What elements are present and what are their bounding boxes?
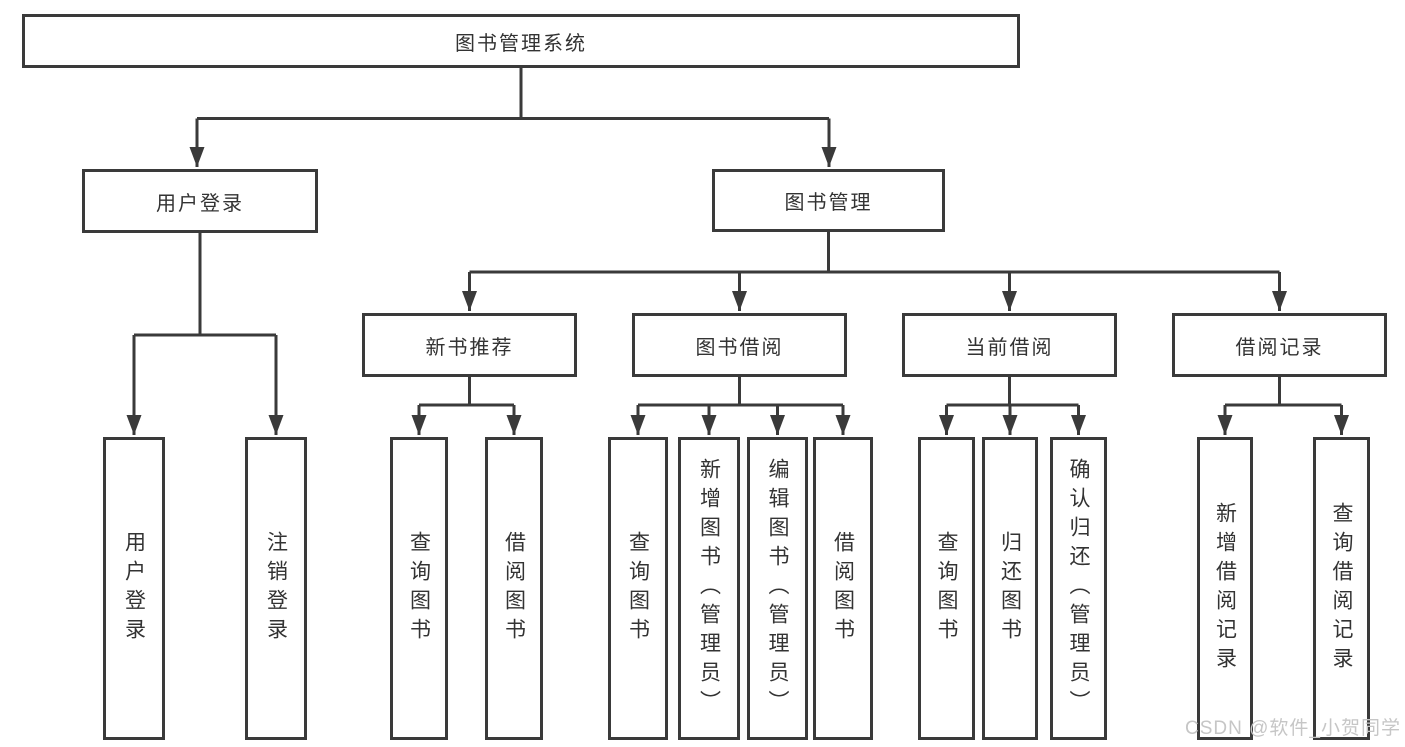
node-book-borrowing: 图书借阅: [632, 313, 847, 377]
leaf-borrowing-add-books-admin: 新增图书（管理员）: [678, 437, 740, 740]
leaf-current-query-books-label: 查询图书: [935, 530, 958, 647]
node-current-borrowing: 当前借阅: [902, 313, 1117, 377]
leaf-current-return-books-label: 归还图书: [998, 530, 1022, 647]
leaf-borrowing-query-books-label: 查询图书: [626, 530, 650, 647]
leaf-current-query-books: 查询图书: [918, 437, 975, 740]
leaf-logout-login: 注销登录: [245, 437, 307, 740]
leaf-borrowing-edit-books-admin-label: 编辑图书（管理员）: [766, 458, 789, 719]
leaf-borrowing-edit-books-admin: 编辑图书（管理员）: [747, 437, 808, 740]
node-book-management: 图书管理: [712, 169, 945, 232]
node-user-login: 用户登录: [82, 169, 318, 233]
leaf-current-return-books: 归还图书: [982, 437, 1038, 740]
leaf-borrowing-borrow-books: 借阅图书: [813, 437, 873, 740]
leaf-newbooks-query-books-label: 查询图书: [407, 530, 431, 647]
node-new-book-recommend: 新书推荐: [362, 313, 577, 377]
leaf-user-login: 用户登录: [103, 437, 165, 740]
leaf-current-confirm-return-admin: 确认归还（管理员）: [1050, 437, 1107, 740]
leaf-borrowing-borrow-books-label: 借阅图书: [831, 530, 855, 647]
node-borrow-records-label: 借阅记录: [1235, 336, 1324, 359]
leaf-newbooks-borrow-books-label: 借阅图书: [502, 530, 526, 647]
leaf-current-confirm-return-admin-label: 确认归还（管理员）: [1067, 458, 1090, 719]
leaf-records-query-borrow-record: 查询借阅记录: [1313, 437, 1370, 740]
node-new-book-recommend-label: 新书推荐: [425, 336, 514, 359]
leaf-logout-login-label: 注销登录: [264, 530, 288, 647]
leaf-records-query-borrow-record-label: 查询借阅记录: [1330, 501, 1353, 676]
csdn-watermark: CSDN @软件_小贺同学: [1185, 718, 1401, 739]
node-borrow-records: 借阅记录: [1172, 313, 1387, 377]
leaf-borrowing-add-books-admin-label: 新增图书（管理员）: [697, 458, 721, 719]
leaf-records-add-borrow-record: 新增借阅记录: [1197, 437, 1253, 740]
leaf-newbooks-query-books: 查询图书: [390, 437, 448, 740]
node-book-borrowing-label: 图书借阅: [695, 336, 784, 359]
node-current-borrowing-label: 当前借阅: [965, 336, 1054, 359]
leaf-newbooks-borrow-books: 借阅图书: [485, 437, 543, 740]
leaf-records-add-borrow-record-label: 新增借阅记录: [1213, 501, 1237, 676]
leaf-borrowing-query-books: 查询图书: [608, 437, 668, 740]
node-book-management-label: 图书管理: [784, 192, 873, 214]
leaf-user-login-label: 用户登录: [122, 530, 146, 647]
node-library-system: 图书管理系统: [22, 14, 1020, 68]
node-user-login-label: 用户登录: [156, 192, 244, 215]
node-library-system-label: 图书管理系统: [455, 32, 587, 55]
